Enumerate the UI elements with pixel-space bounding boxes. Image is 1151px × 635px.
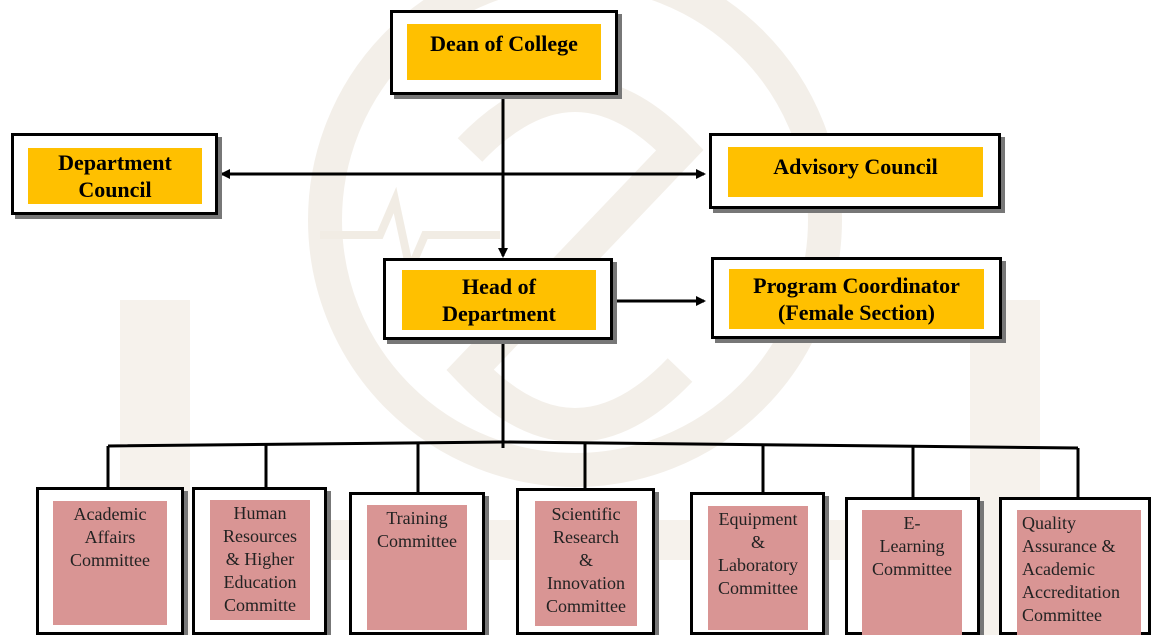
committee-line: Accreditation	[1022, 582, 1120, 602]
program-coordinator-box: Program Coordinator (Female Section)	[711, 257, 1002, 339]
committee-line: Resources	[223, 526, 297, 546]
committee-line: Learning	[879, 536, 945, 556]
committee-line: Academic	[1022, 559, 1095, 579]
advisory-council-box: Advisory Council	[709, 133, 1001, 209]
dean-label: Dean of College	[430, 31, 578, 56]
committee-scientific-research: Scientific Research & Innovation Committ…	[516, 488, 655, 635]
head-label-line2: Department	[442, 301, 556, 326]
committee-line: Scientific	[551, 504, 621, 524]
advisory-council-label: Advisory Council	[773, 154, 938, 179]
committee-line: Equipment	[718, 509, 798, 529]
committee-line: Education	[223, 572, 297, 592]
committee-line: Committe	[224, 595, 296, 615]
department-council-label-line1: Department	[58, 150, 172, 175]
department-council-label-line2: Council	[78, 177, 152, 202]
committee-line: &	[578, 550, 593, 570]
committee-human-resources: Human Resources & Higher Education Commi…	[192, 487, 327, 635]
committee-line: Laboratory	[718, 555, 798, 575]
committee-bus	[107, 440, 1079, 450]
committee-equipment-laboratory: Equipment & Laboratory Committee	[690, 492, 825, 635]
committee-line: Assurance &	[1022, 536, 1116, 556]
committee-line: &	[750, 532, 765, 552]
head-of-department-box: Head of Department	[383, 258, 613, 340]
committee-line: Affairs	[84, 527, 136, 547]
program-coordinator-label-line1: Program Coordinator	[753, 273, 960, 298]
committee-line: Committee	[70, 550, 150, 570]
committee-line: & Higher	[225, 549, 295, 569]
committee-line: Committee	[872, 559, 952, 579]
committee-line: Committee	[546, 596, 626, 616]
department-council-box: Department Council	[11, 133, 218, 215]
committee-e-learning: E- Learning Committee	[845, 497, 980, 635]
committee-line: Research	[553, 527, 619, 547]
committee-line: Committee	[377, 531, 457, 551]
committee-training: Training Committee	[349, 492, 485, 635]
committee-line: Quality	[1022, 513, 1076, 533]
committee-quality-assurance: Quality Assurance & Academic Accreditati…	[999, 497, 1151, 635]
committee-line: E-	[903, 513, 921, 533]
head-label-line1: Head of	[462, 274, 536, 299]
program-coordinator-label-line2: (Female Section)	[778, 300, 935, 325]
dean-box: Dean of College	[390, 10, 618, 95]
committee-line: Human	[233, 503, 287, 523]
committee-line: Committee	[718, 578, 798, 598]
committee-line: Training	[386, 508, 448, 528]
committee-line: Academic	[73, 504, 147, 524]
committee-line: Innovation	[547, 573, 625, 593]
committee-line: Committee	[1022, 605, 1102, 625]
committee-academic-affairs: Academic Affairs Committee	[36, 487, 184, 635]
